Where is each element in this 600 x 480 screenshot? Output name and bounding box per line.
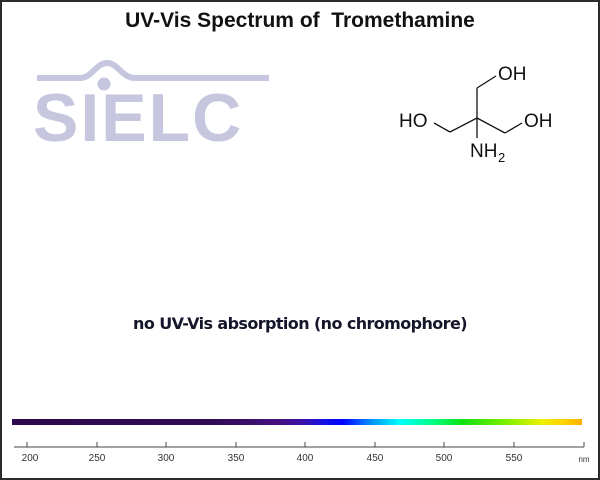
top-hydroxyl-label: OH (498, 64, 527, 85)
tromethamine-structure-icon: OH HO OH NH 2 (399, 64, 553, 165)
x-tick-label: 350 (227, 453, 245, 464)
x-axis-unit-label: nm (578, 455, 590, 464)
no-absorption-annotation: no UV-Vis absorption (no chromophore) (133, 314, 468, 333)
left-hydroxyl-label: HO (399, 111, 428, 132)
x-tick-label: 300 (157, 453, 175, 464)
amine-subscript: 2 (498, 150, 505, 165)
x-tick-label: 200 (21, 453, 39, 464)
x-tick-label: 450 (366, 453, 384, 464)
right-hydroxyl-label: OH (524, 111, 553, 132)
sielc-logo-text: SIELC (33, 80, 244, 156)
sielc-logo-swoosh-icon (37, 59, 269, 91)
chart-title: UV-Vis Spectrum of Tromethamine (125, 9, 475, 32)
x-axis-line (14, 442, 585, 448)
x-tick-label: 250 (88, 453, 106, 464)
x-tick-label: 500 (435, 453, 453, 464)
x-axis: 200 250 300 350 400 450 500 550 nm (0, 440, 600, 470)
amine-label: NH (470, 141, 497, 162)
x-tick-label: 550 (505, 453, 523, 464)
visible-spectrum-color-bar (12, 419, 582, 425)
x-tick-label: 400 (296, 453, 314, 464)
